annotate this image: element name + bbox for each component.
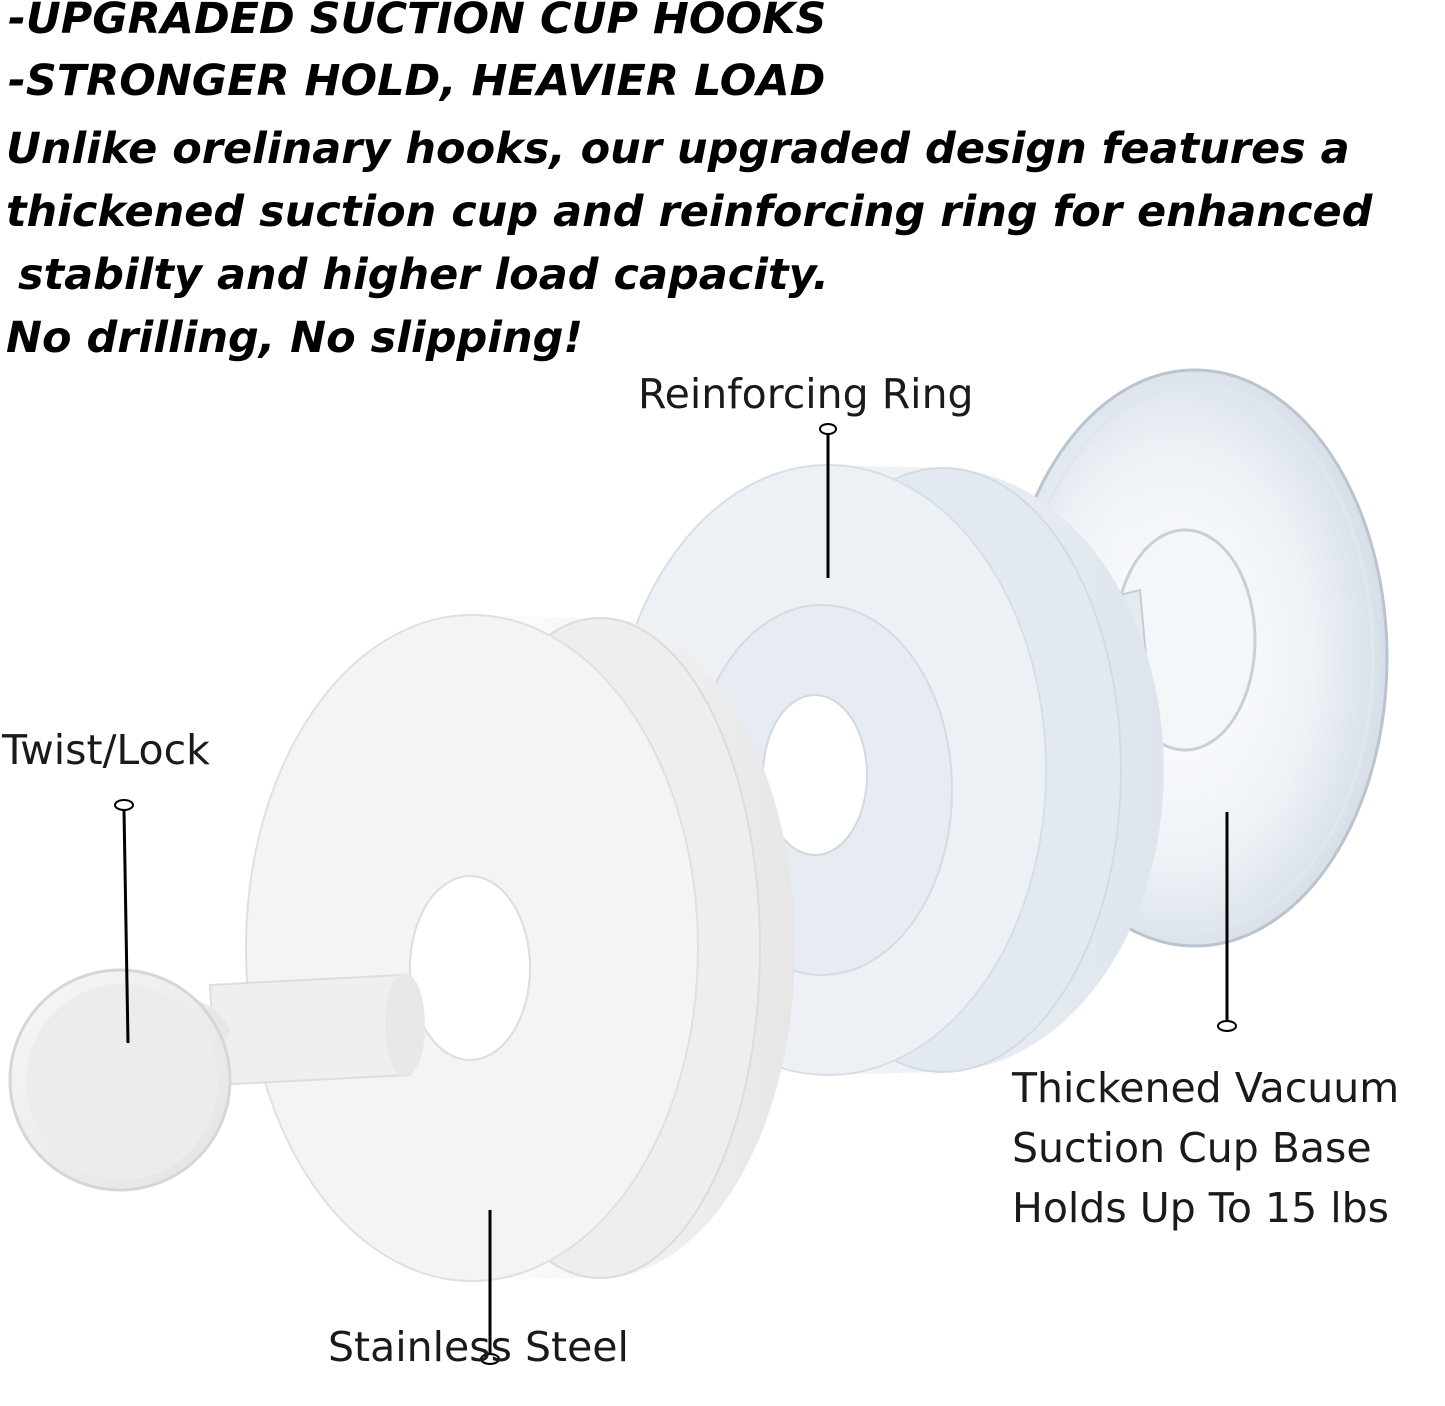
callout-twist-lock: Twist/Lock (2, 726, 210, 774)
description-line: No drilling, No slipping! (6, 313, 584, 363)
stainless-steel-disc (245, 614, 795, 1282)
callout-stainless-steel: Stainless Steel (328, 1323, 629, 1371)
leader-line-twist (114, 799, 134, 1044)
description-line: Unlike orelinary hooks, our upgraded des… (6, 124, 1350, 174)
callout-suction-base-line: Holds Up To 15 lbs (1012, 1184, 1389, 1232)
callout-suction-base-line: Suction Cup Base (1012, 1124, 1372, 1172)
headline-stronger: -STRONGER HOLD, HEAVIER LOAD (8, 56, 826, 106)
callout-suction-base-line: Thickened Vacuum (1012, 1064, 1400, 1112)
callout-reinforcing-ring: Reinforcing Ring (638, 370, 974, 418)
leader-line-steel (480, 1210, 500, 1365)
headline-upgraded: -UPGRADED SUCTION CUP HOOKS (8, 0, 827, 44)
product-description: Unlike orelinary hooks, our upgraded des… (6, 118, 1372, 370)
leader-line-base (1217, 812, 1237, 1032)
leader-line-ring (819, 423, 837, 578)
twist-lock-knob (8, 968, 425, 1192)
description-line: thickened suction cup and reinforcing ri… (6, 187, 1373, 237)
callout-suction-base: Thickened Vacuum Suction Cup Base Holds … (1012, 1058, 1399, 1238)
description-line: stabilty and higher load capacity. (18, 250, 829, 300)
